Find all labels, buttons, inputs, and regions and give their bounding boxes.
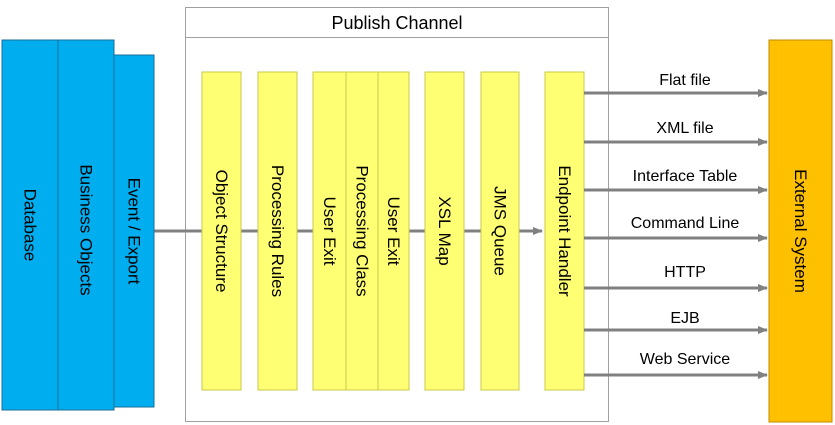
output-label: XML file: [656, 120, 713, 137]
stage-processing-class: Processing Class: [345, 71, 379, 391]
stage-label-object-structure: Object Structure: [212, 170, 231, 293]
output-interface-table: Interface Table: [584, 168, 768, 194]
output-http: HTTP: [584, 264, 768, 292]
target-label-external-system: External System: [791, 169, 810, 293]
stage-label-jms-queue: JMS Queue: [491, 186, 510, 276]
source-label-business-objects: Business Objects: [77, 164, 96, 295]
stage-label-user-exit-1: User Exit: [320, 197, 339, 266]
output-xml-file: XML file: [584, 120, 768, 146]
stage-label-endpoint-handler: Endpoint Handler: [555, 165, 574, 297]
publish-channel-frame: [185, 7, 609, 422]
target-external-system: External System: [768, 39, 833, 423]
output-web-service: Web Service: [584, 351, 768, 379]
stage-label-user-exit-2: User Exit: [384, 197, 403, 266]
output-label: EJB: [670, 310, 699, 327]
stage-user-exit-2: User Exit: [377, 71, 410, 391]
stage-label-processing-class: Processing Class: [353, 165, 372, 296]
stage-label-xsl-map: XSL Map: [435, 196, 454, 265]
stage-processing-rules: Processing Rules: [257, 71, 298, 391]
source-block-event-export: Event / Export: [113, 54, 155, 408]
stage-object-structure: Object Structure: [201, 71, 242, 391]
source-label-database: Database: [21, 189, 40, 262]
output-label: Interface Table: [633, 168, 738, 185]
output-label: Flat file: [659, 72, 711, 89]
source-block-business-objects: Business Objects: [57, 39, 115, 411]
stage-endpoint-handler: Endpoint Handler: [544, 71, 585, 391]
stage-user-exit-1: User Exit: [312, 71, 347, 391]
output-flat-file: Flat file: [584, 72, 768, 97]
output-label: HTTP: [664, 264, 706, 281]
output-command-line: Command Line: [584, 215, 768, 242]
source-block-database: Database: [1, 39, 59, 411]
output-label: Web Service: [640, 351, 731, 368]
output-label: Command Line: [631, 215, 740, 232]
stage-label-processing-rules: Processing Rules: [268, 165, 287, 297]
stage-xsl-map: XSL Map: [424, 71, 465, 391]
publish-channel-title: Publish Channel: [331, 13, 462, 33]
stage-jms-queue: JMS Queue: [480, 71, 520, 391]
source-label-event-export: Event / Export: [125, 178, 144, 285]
output-ejb: EJB: [584, 310, 768, 334]
